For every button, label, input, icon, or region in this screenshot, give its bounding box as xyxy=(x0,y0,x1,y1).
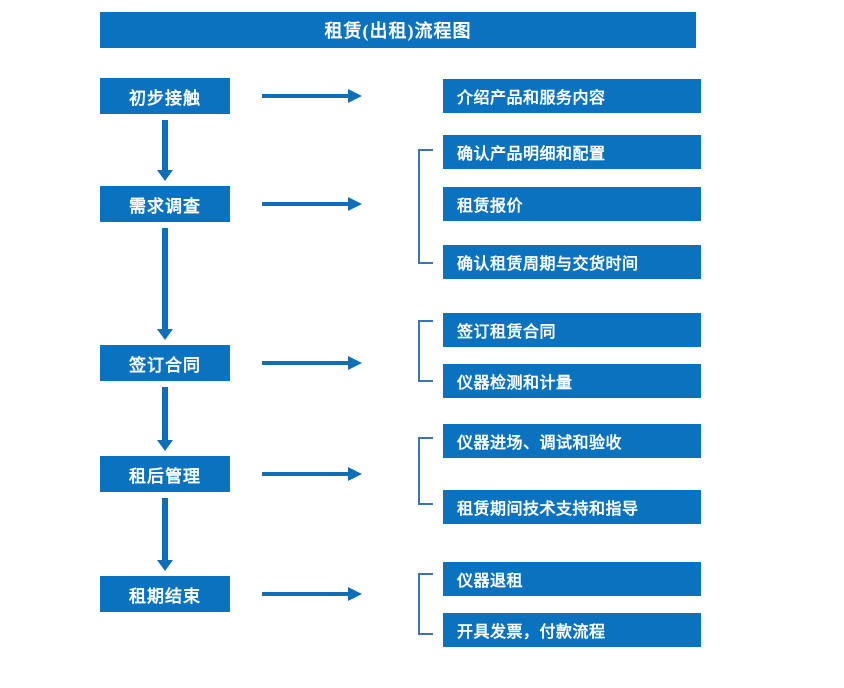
arrow-head-icon xyxy=(157,170,173,181)
detail-box-instrument-return[interactable]: 仪器退租 xyxy=(443,562,701,596)
bracket-spine xyxy=(418,149,420,264)
stage-box-sign-contract[interactable]: 签订合同 xyxy=(100,345,230,381)
detail-box-introduce-products[interactable]: 介绍产品和服务内容 xyxy=(443,79,701,113)
arrow-head-icon xyxy=(348,467,362,481)
arrow-shaft xyxy=(262,592,350,596)
arrow-shaft xyxy=(162,498,168,560)
horizontal-arrow-4 xyxy=(262,467,362,481)
arrow-head-icon xyxy=(157,440,173,451)
horizontal-arrow-3 xyxy=(262,356,362,370)
arrow-shaft xyxy=(262,94,350,98)
bracket-stub-bottom xyxy=(418,503,433,505)
bracket-lease-end xyxy=(418,573,434,635)
bracket-spine xyxy=(418,573,420,635)
vertical-arrow-2 xyxy=(157,228,173,341)
diagram-title: 租赁(出租)流程图 xyxy=(100,12,696,48)
arrow-shaft xyxy=(262,202,350,206)
detail-box-confirm-product-config[interactable]: 确认产品明细和配置 xyxy=(443,135,701,169)
detail-box-instrument-install[interactable]: 仪器进场、调试和验收 xyxy=(443,424,701,458)
bracket-stub-top xyxy=(418,573,433,575)
bracket-requirement-survey xyxy=(418,149,434,264)
arrow-head-icon xyxy=(157,329,173,340)
arrow-head-icon xyxy=(157,560,173,571)
detail-box-confirm-period-delivery[interactable]: 确认租赁周期与交货时间 xyxy=(443,245,701,279)
detail-box-technical-support[interactable]: 租赁期间技术支持和指导 xyxy=(443,490,701,524)
vertical-arrow-3 xyxy=(157,387,173,452)
vertical-arrow-1 xyxy=(157,120,173,182)
stage-box-lease-end[interactable]: 租期结束 xyxy=(100,576,230,612)
arrow-shaft xyxy=(162,387,168,440)
bracket-post-rental-mgmt xyxy=(418,437,434,505)
bracket-spine xyxy=(418,437,420,505)
bracket-stub-top xyxy=(418,149,433,151)
arrow-head-icon xyxy=(348,197,362,211)
vertical-arrow-4 xyxy=(157,498,173,572)
bracket-stub-bottom xyxy=(418,633,433,635)
bracket-sign-contract xyxy=(418,320,434,382)
arrow-head-icon xyxy=(348,356,362,370)
detail-box-instrument-inspection[interactable]: 仪器检测和计量 xyxy=(443,364,701,398)
arrow-shaft xyxy=(162,120,168,170)
arrow-shaft xyxy=(262,472,350,476)
horizontal-arrow-5 xyxy=(262,587,362,601)
arrow-head-icon xyxy=(348,89,362,103)
arrow-head-icon xyxy=(348,587,362,601)
horizontal-arrow-2 xyxy=(262,197,362,211)
bracket-stub-top xyxy=(418,320,433,322)
stage-box-requirement-survey[interactable]: 需求调查 xyxy=(100,186,230,222)
bracket-stub-bottom xyxy=(418,380,433,382)
bracket-stub-top xyxy=(418,437,433,439)
stage-box-post-rental-mgmt[interactable]: 租后管理 xyxy=(100,456,230,492)
arrow-shaft xyxy=(262,361,350,365)
bracket-stub-bottom xyxy=(418,262,433,264)
stage-box-initial-contact[interactable]: 初步接触 xyxy=(100,78,230,114)
detail-box-sign-rental-contract[interactable]: 签订租赁合同 xyxy=(443,313,701,347)
bracket-spine xyxy=(418,320,420,382)
arrow-shaft xyxy=(162,228,168,329)
detail-box-invoice-payment[interactable]: 开具发票，付款流程 xyxy=(443,613,701,647)
horizontal-arrow-1 xyxy=(262,89,362,103)
detail-box-rental-quotation[interactable]: 租赁报价 xyxy=(443,187,701,221)
